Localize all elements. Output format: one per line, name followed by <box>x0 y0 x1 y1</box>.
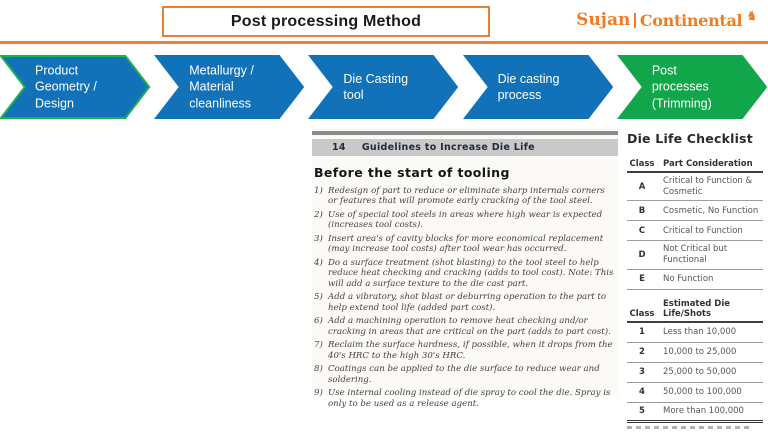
checklist-title: Die Life Checklist <box>627 131 753 146</box>
class-cell: D <box>638 249 646 260</box>
list-item: 4) Do a surface treatment (shot blasting)… <box>314 258 614 289</box>
process-step-post-processes: Post processes (Trimming) <box>616 54 768 120</box>
list-item: 2) Use of special tool steels in areas wh… <box>314 210 614 231</box>
value-cell: 50,000 to 100,000 <box>663 387 742 398</box>
table-header-row: Class Estimated Die Life/Shots <box>627 298 763 324</box>
table-header-row: Class Part Consideration <box>627 159 763 174</box>
item-text: Coatings can be applied to the die surfa… <box>328 364 600 385</box>
process-flow: Product Geometry / Design Metallurgy / M… <box>0 54 768 120</box>
table-row: 2 10,000 to 25,000 <box>627 343 763 364</box>
column-header-part-consideration: Part Consideration <box>663 159 753 169</box>
value-cell: Critical to Function & Cosmetic <box>663 176 753 197</box>
chevron-shape <box>308 55 459 119</box>
class-cell: 3 <box>639 367 645 378</box>
process-step-label: Metallurgy / Material cleanliness <box>189 63 254 111</box>
table-row: 4 50,000 to 100,000 <box>627 383 763 404</box>
process-step-label: Product Geometry / Design <box>35 63 97 111</box>
column-header-die-life: Estimated Die Life/Shots <box>663 298 731 319</box>
document-section-header: 14 Guidelines to Increase Die Life <box>312 139 618 156</box>
item-number: 3) <box>314 233 323 244</box>
value-cell: More than 100,000 <box>663 406 744 417</box>
process-step-product-geometry: Product Geometry / Design <box>0 54 151 120</box>
list-item: 6) Add a machining operation to remove he… <box>314 316 614 337</box>
page-title: Post processing Method <box>230 12 422 30</box>
item-text: Use internal cooling instead of die spra… <box>328 388 611 409</box>
list-item: 7) Reclaim the surface hardness, if possi… <box>314 340 614 361</box>
value-cell: 25,000 to 50,000 <box>663 367 737 378</box>
table-row: D Not Critical but Functional <box>627 241 763 270</box>
item-number: 5) <box>314 292 323 303</box>
process-step-die-casting-process: Die casting process <box>462 54 614 120</box>
part-consideration-table: Class Part Consideration A Critical to Fu… <box>627 159 763 290</box>
estimated-die-life-table: Class Estimated Die Life/Shots 1 Less tha… <box>627 298 763 424</box>
item-text: Reclaim the surface hardness, if possibl… <box>328 340 613 361</box>
process-step-metallurgy: Metallurgy / Material cleanliness <box>154 54 305 120</box>
chevron-shape <box>616 55 768 119</box>
logo-divider <box>634 12 636 28</box>
class-cell: 5 <box>639 406 645 417</box>
value-cell: 10,000 to 25,000 <box>663 347 737 358</box>
item-number: 2) <box>314 209 323 220</box>
class-cell: A <box>638 181 646 192</box>
item-text: Redesign of part to reduce or eliminate … <box>328 186 605 207</box>
item-text: Add a machining operation to remove heat… <box>328 316 611 337</box>
item-text: Do a surface treatment (shot blasting) t… <box>328 257 614 289</box>
guidelines-list: 1) Redesign of part to reduce or eliminat… <box>312 186 618 409</box>
slide-title-box: Post processing Method <box>162 6 490 37</box>
list-item: 1) Redesign of part to reduce or eliminat… <box>314 186 614 207</box>
column-header-class: Class <box>629 308 655 319</box>
class-cell: C <box>638 225 646 236</box>
chevron-shape <box>462 55 613 119</box>
item-number: 4) <box>314 257 323 268</box>
class-cell: 4 <box>639 387 645 398</box>
item-text: Use of special tool steels in areas wher… <box>328 209 603 231</box>
list-item: 8) Coatings can be applied to the die sur… <box>314 364 614 385</box>
value-cell: Less than 10,000 <box>663 327 737 338</box>
logo-text-continental: Continental <box>639 10 743 30</box>
table-row: 1 Less than 10,000 <box>627 323 763 344</box>
class-cell: 1 <box>639 327 645 338</box>
class-cell: E <box>639 273 645 284</box>
truncated-footnote-text <box>627 426 753 430</box>
guidelines-document: 14 Guidelines to Increase Die Life Befor… <box>312 128 618 409</box>
document-subheading: Before the start of tooling <box>314 165 510 180</box>
class-cell: 2 <box>639 347 645 358</box>
process-step-die-casting-tool: Die Casting tool <box>308 54 459 120</box>
value-cell: Cosmetic, No Function <box>663 205 759 216</box>
table-row: E No Function <box>627 270 763 290</box>
table-row: 3 25,000 to 50,000 <box>627 363 763 384</box>
chevron-shape <box>154 55 305 119</box>
process-step-label: Post processes (Trimming) <box>651 63 712 111</box>
process-step-label: Die casting process <box>497 71 560 102</box>
chevron-shape <box>0 55 151 119</box>
brand-logo: Sujan Continental ♞ <box>576 7 759 31</box>
scan-edge-strip <box>312 131 618 135</box>
table-row: 5 More than 100,000 <box>627 403 763 424</box>
table-row: A Critical to Function & Cosmetic <box>627 173 763 202</box>
value-cell: Not Critical but Functional <box>663 244 728 266</box>
item-text: Insert area's of cavity blocks for more … <box>328 233 604 255</box>
section-number: 14 <box>332 142 346 153</box>
process-step-label: Die Casting tool <box>343 71 409 102</box>
item-number: 6) <box>314 316 323 327</box>
value-cell: No Function <box>663 273 714 284</box>
horse-icon: ♞ <box>745 7 759 25</box>
header-divider-rule <box>0 41 768 44</box>
list-item: 9) Use internal cooling instead of die sp… <box>314 388 614 409</box>
table-row: B Cosmetic, No Function <box>627 201 763 222</box>
table-row: C Critical to Function <box>627 221 763 242</box>
section-title: Guidelines to Increase Die Life <box>361 142 535 153</box>
logo-text-sujan: Sujan <box>576 10 631 30</box>
value-cell: Critical to Function <box>663 225 743 236</box>
item-number: 8) <box>314 364 323 375</box>
class-cell: B <box>638 205 646 216</box>
item-number: 1) <box>314 186 323 196</box>
item-text: Add a vibratory, shot blast or deburring… <box>328 292 607 313</box>
item-number: 9) <box>314 388 323 399</box>
list-item: 3) Insert area's of cavity blocks for mor… <box>314 234 614 255</box>
column-header-class: Class <box>629 159 655 169</box>
die-life-checklist: Die Life Checklist Class Part Considerat… <box>627 131 763 433</box>
item-number: 7) <box>314 340 323 351</box>
list-item: 5) Add a vibratory, shot blast or deburri… <box>314 292 614 313</box>
